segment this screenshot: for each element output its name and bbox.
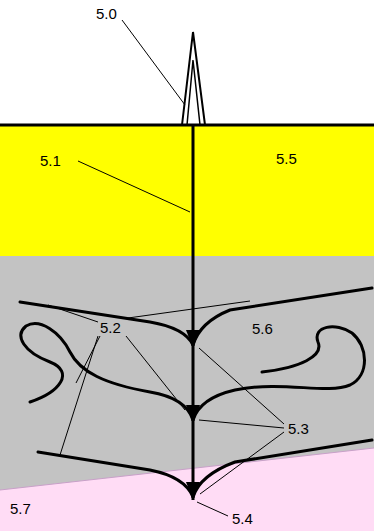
derrick-inner — [187, 60, 200, 125]
callout-number: 5.3 — [288, 420, 309, 437]
leader-line — [200, 432, 284, 494]
middle-layer — [0, 256, 374, 531]
upper-layer — [0, 125, 374, 256]
derrick-outline — [182, 32, 205, 125]
leader-line — [199, 420, 284, 428]
branch — [193, 288, 372, 345]
sky — [0, 0, 374, 125]
derrick — [182, 32, 205, 125]
callout-number: 5.7 — [10, 500, 31, 517]
leader-line — [122, 20, 185, 105]
leader-line — [197, 502, 228, 516]
branch — [20, 302, 193, 345]
leader-line — [48, 305, 98, 322]
callout-number: 5.4 — [232, 510, 253, 527]
leader-line — [128, 301, 250, 318]
leader-line — [60, 336, 98, 455]
callout-number: 5.6 — [252, 320, 273, 337]
main-wellbore — [192, 125, 195, 500]
callout-number: 5.0 — [96, 5, 117, 22]
branch-loop — [21, 324, 193, 420]
leader-lines — [48, 20, 284, 516]
leader-line — [78, 161, 190, 212]
junction — [186, 482, 200, 500]
branch — [38, 452, 193, 497]
junction — [186, 405, 200, 423]
lower-layer — [0, 448, 374, 531]
callout-number: 5.1 — [40, 152, 61, 169]
lateral-branches — [20, 288, 372, 497]
callout-number: 5.2 — [100, 319, 121, 336]
leader-line — [76, 336, 100, 383]
junction — [186, 330, 200, 348]
leader-line — [199, 348, 284, 424]
callout-number: 5.5 — [276, 150, 297, 167]
branch — [193, 440, 372, 497]
leader-line — [126, 336, 185, 410]
branch-loop — [193, 327, 365, 420]
